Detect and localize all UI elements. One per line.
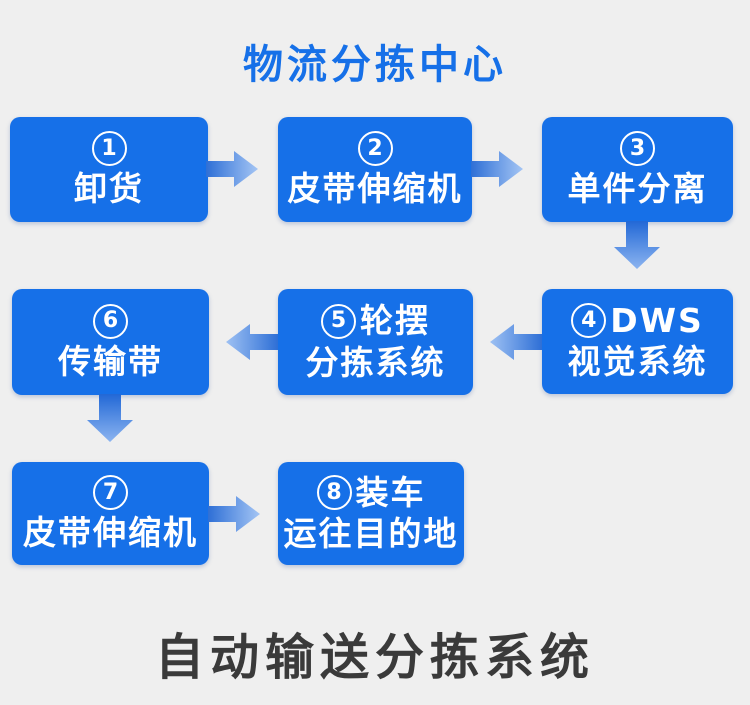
step-line1: 4 DWS xyxy=(571,300,704,340)
left-arrow-icon xyxy=(490,324,542,360)
right-arrow-icon xyxy=(208,496,260,532)
step-line1: 6 xyxy=(93,303,128,339)
step-line1: 7 xyxy=(93,475,128,511)
step-label: 皮带伸缩机 xyxy=(287,169,463,209)
arrow-2-to-3 xyxy=(471,151,523,187)
flow-box-3-singulation: 3 单件分离 xyxy=(542,117,733,222)
down-arrow-icon xyxy=(87,394,133,442)
page-title: 物流分拣中心 xyxy=(243,42,507,88)
step-number-circle: 7 xyxy=(93,475,128,511)
step-number-circle: 5 xyxy=(321,303,356,339)
step-line1: 5 轮摆 xyxy=(321,301,430,341)
step-line1: 1 xyxy=(91,131,127,167)
step-number-circle: 6 xyxy=(93,303,128,339)
right-arrow-icon xyxy=(471,151,523,187)
flow-box-4-dws-vision-system: 4 DWS 视觉系统 xyxy=(542,289,733,394)
step-number-circle: 2 xyxy=(357,131,393,167)
arrow-4-to-5 xyxy=(490,324,542,360)
step-label: 卸货 xyxy=(74,169,144,209)
arrow-1-to-2 xyxy=(206,151,258,187)
flow-box-5-wheel-sorter-system: 5 轮摆 分拣系统 xyxy=(278,289,473,395)
step-label: 传输带 xyxy=(58,341,163,381)
flow-box-8-loading-destination: 8 装车 运往目的地 xyxy=(278,462,464,565)
step-line1: 3 xyxy=(620,131,655,167)
step-line1-text: 装车 xyxy=(355,472,426,512)
step-line1-text: 轮摆 xyxy=(360,301,430,341)
flow-box-7-telescopic-belt-conveyor: 7 皮带伸缩机 xyxy=(12,462,209,565)
step-label: 运往目的地 xyxy=(283,514,459,553)
step-label: 单件分离 xyxy=(567,169,708,209)
arrow-6-to-7 xyxy=(87,394,133,442)
flow-box-1-unloading: 1 卸货 xyxy=(10,117,208,222)
step-number-circle: 1 xyxy=(91,131,127,167)
arrow-7-to-8 xyxy=(208,496,260,532)
step-number-circle: 4 xyxy=(571,303,607,339)
step-label: 分拣系统 xyxy=(305,342,446,382)
step-label: 视觉系统 xyxy=(567,342,708,381)
step-line1-text: DWS xyxy=(610,300,704,340)
left-arrow-icon xyxy=(226,324,278,360)
flow-box-2-telescopic-belt-conveyor: 2 皮带伸缩机 xyxy=(278,117,472,222)
footer-title: 自动输送分拣系统 xyxy=(154,629,595,686)
step-number-circle: 3 xyxy=(620,131,655,167)
arrow-3-to-4 xyxy=(614,221,660,269)
down-arrow-icon xyxy=(614,221,660,269)
step-label: 皮带伸缩机 xyxy=(23,513,198,553)
step-number-circle: 8 xyxy=(316,475,352,511)
arrow-5-to-6 xyxy=(226,324,278,360)
right-arrow-icon xyxy=(206,151,258,187)
step-line1: 2 xyxy=(357,131,393,167)
step-line1: 8 装车 xyxy=(316,472,426,512)
flow-box-6-conveyor-belt: 6 传输带 xyxy=(12,289,209,395)
